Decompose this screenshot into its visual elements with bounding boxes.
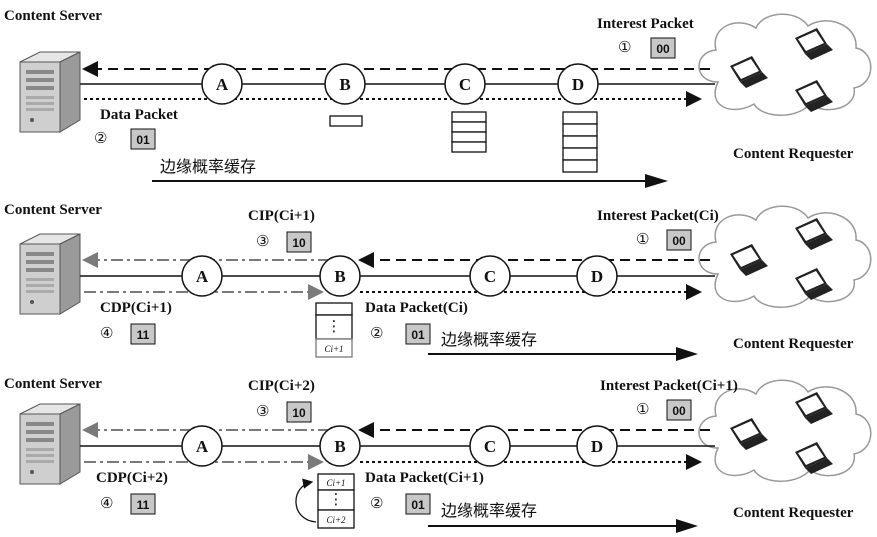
- cache-entry-label: Ci+2: [326, 515, 346, 525]
- step-number: ③: [256, 232, 269, 250]
- panel-2: Content Server Content Requester A B C: [4, 202, 872, 361]
- content-server-label: Content Server: [4, 8, 102, 24]
- node-a: A: [201, 63, 243, 105]
- interest-packet-label: Interest Packet(Ci+1): [600, 378, 738, 394]
- panel-1: Content Server Content Requester A B C D: [4, 8, 872, 188]
- step-number: ①: [618, 38, 631, 56]
- cip-label: CIP(Ci+2): [248, 378, 315, 394]
- cloud-icon: [698, 205, 872, 309]
- step-number: ④: [100, 324, 113, 342]
- svg-text:C: C: [459, 75, 471, 94]
- node-c: C: [469, 425, 511, 467]
- edge-caching-label: 边缘概率缓存: [441, 330, 537, 349]
- svg-text:⋮: ⋮: [329, 490, 344, 508]
- cache-b: ⋮ Ci+1: [315, 302, 353, 358]
- packet-code: 01: [411, 328, 425, 342]
- content-requester-label: Content Requester: [733, 505, 854, 521]
- packet-code: 01: [411, 498, 425, 512]
- data-packet-label: Data Packet(Ci+1): [365, 470, 484, 486]
- interest-packet-label: Interest Packet: [597, 16, 694, 32]
- cache-d: [562, 111, 598, 173]
- cloud-icon: [698, 13, 872, 117]
- svg-text:B: B: [339, 75, 350, 94]
- node-d: D: [576, 255, 618, 297]
- edge-caching-label: 边缘概率缓存: [441, 501, 537, 520]
- cache-c: [451, 111, 487, 153]
- packet-code: 01: [136, 133, 150, 147]
- cache-b: [329, 115, 363, 127]
- panel-3: Content Server Content Requester A B C D: [4, 376, 872, 533]
- svg-text:A: A: [216, 75, 229, 94]
- packet-code: 00: [672, 234, 686, 248]
- content-requester-label: Content Requester: [733, 336, 854, 352]
- packet-code: 11: [137, 498, 150, 512]
- svg-text:A: A: [196, 267, 209, 286]
- node-b: B: [324, 63, 366, 105]
- server-icon: [19, 51, 81, 133]
- cache-b: Ci+1 ⋮ Ci+2: [295, 473, 355, 529]
- step-number: ②: [370, 494, 383, 512]
- edge-caching-label: 边缘概率缓存: [160, 157, 256, 176]
- svg-text:B: B: [334, 267, 345, 286]
- step-number: ③: [256, 402, 269, 420]
- node-d: D: [557, 63, 599, 105]
- packet-code: 00: [672, 404, 686, 418]
- svg-text:D: D: [572, 75, 584, 94]
- svg-text:B: B: [334, 437, 345, 456]
- node-d: D: [576, 425, 618, 467]
- node-a: A: [181, 255, 223, 297]
- packet-code: 10: [292, 406, 306, 420]
- interest-packet-label: Interest Packet(Ci): [597, 208, 719, 224]
- step-number: ①: [636, 230, 649, 248]
- node-b: B: [319, 425, 361, 467]
- step-number: ②: [94, 129, 107, 147]
- cache-entry-label: Ci+1: [324, 344, 343, 354]
- svg-text:A: A: [196, 437, 209, 456]
- step-number: ④: [100, 494, 113, 512]
- content-server-label: Content Server: [4, 202, 102, 218]
- svg-text:C: C: [484, 267, 496, 286]
- server-icon: [19, 403, 81, 485]
- step-number: ①: [636, 400, 649, 418]
- cloud-icon: [698, 379, 872, 483]
- cdp-label: CDP(Ci+2): [96, 470, 168, 486]
- node-c: C: [444, 63, 486, 105]
- node-b: B: [319, 255, 361, 297]
- cip-label: CIP(Ci+1): [248, 208, 315, 224]
- node-c: C: [469, 255, 511, 297]
- data-packet-label: Data Packet(Ci): [365, 300, 468, 316]
- server-icon: [19, 233, 81, 315]
- packet-code: 00: [656, 42, 670, 56]
- cdp-label: CDP(Ci+1): [100, 300, 172, 316]
- svg-text:C: C: [484, 437, 496, 456]
- packet-code: 10: [292, 236, 306, 250]
- svg-text:D: D: [591, 437, 603, 456]
- step-number: ②: [370, 324, 383, 342]
- cache-entry-label: Ci+1: [326, 478, 345, 488]
- content-requester-label: Content Requester: [733, 146, 854, 162]
- content-server-label: Content Server: [4, 376, 102, 392]
- node-a: A: [181, 425, 223, 467]
- data-packet-label: Data Packet: [100, 107, 178, 123]
- packet-code: 11: [137, 328, 150, 342]
- svg-text:D: D: [591, 267, 603, 286]
- svg-text:⋮: ⋮: [327, 317, 342, 335]
